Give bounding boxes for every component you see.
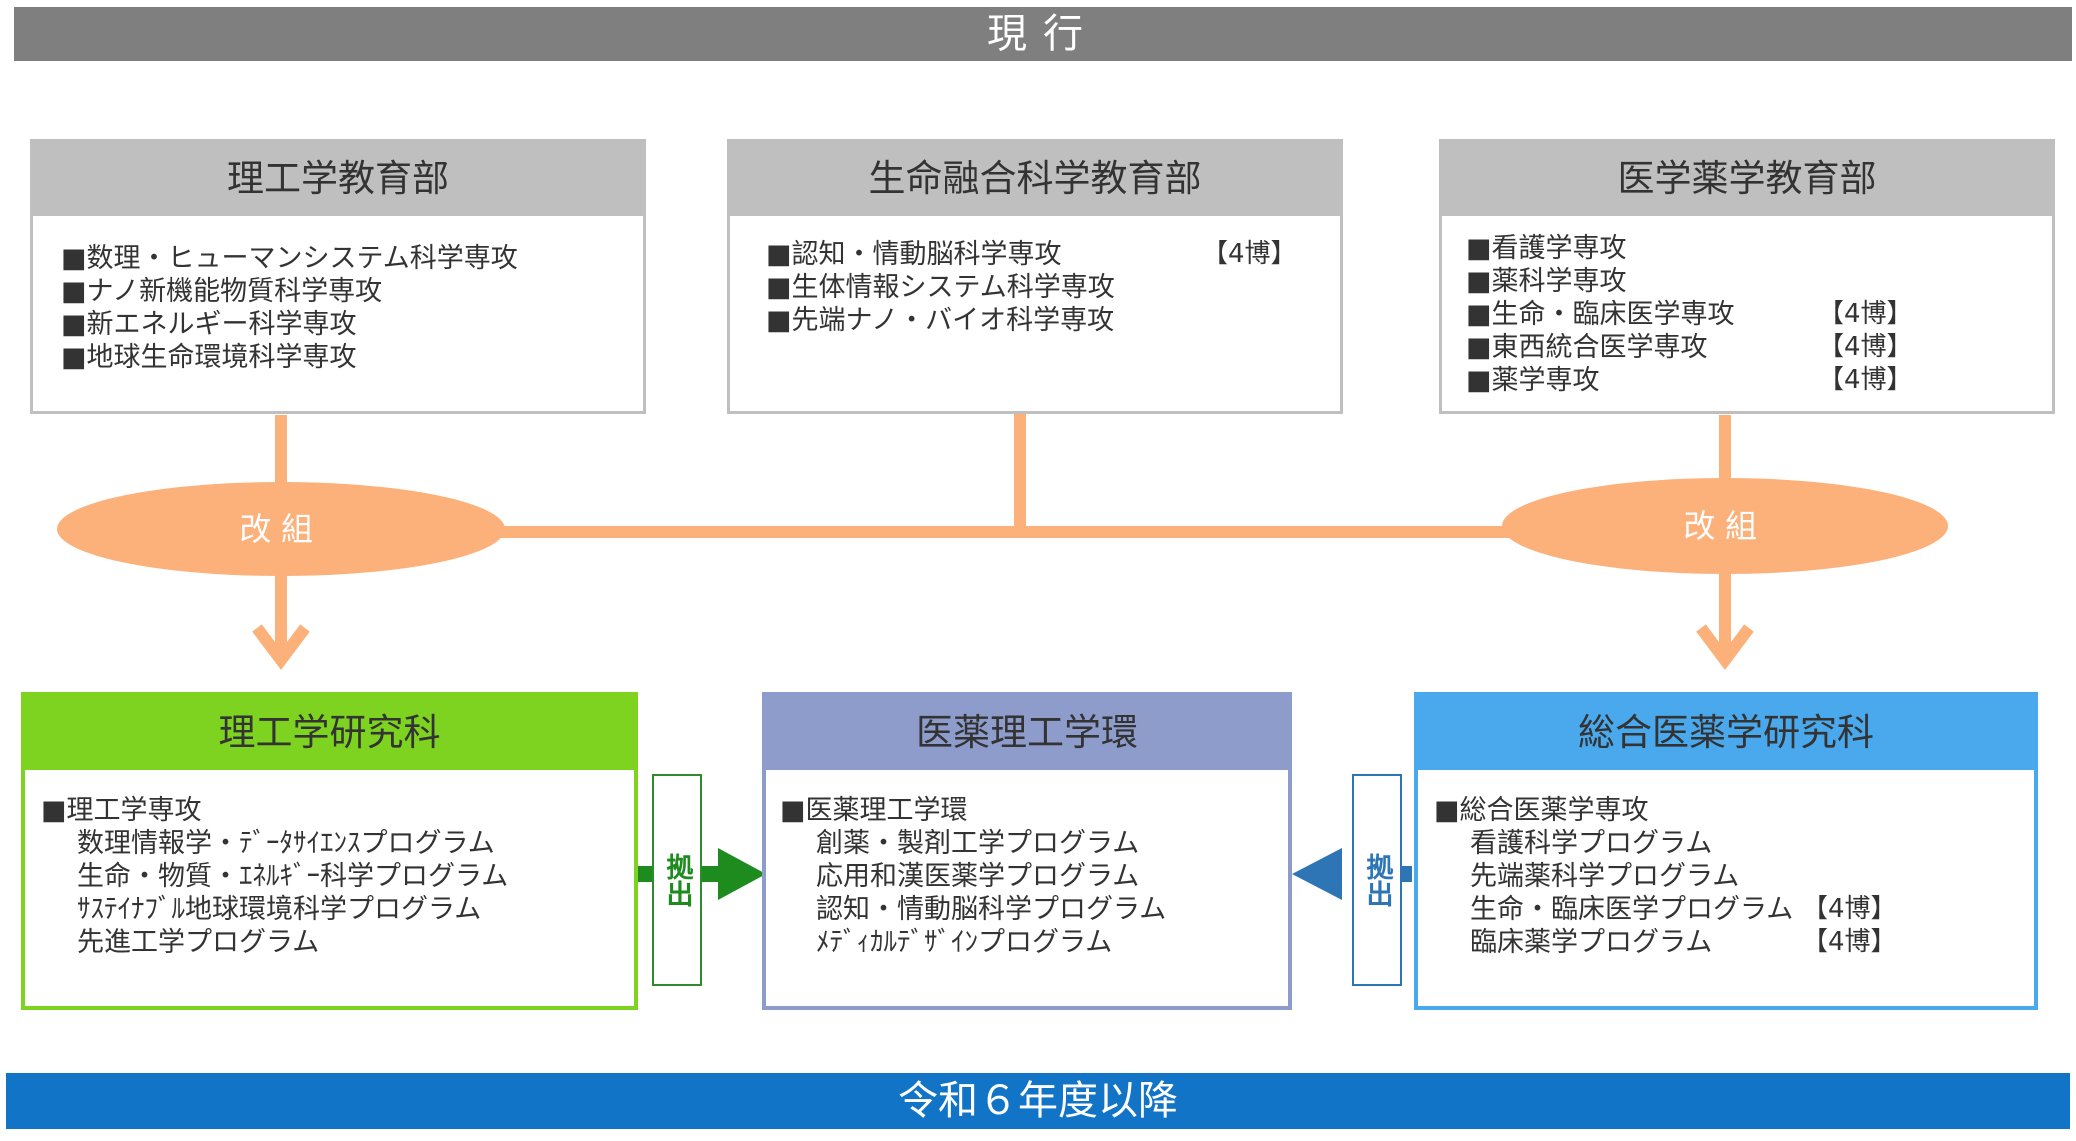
list-head: ■理工学専攻 <box>41 795 202 826</box>
tag-row <box>1818 265 1913 298</box>
new-box-list: ■理工学専攻 数理情報学・ﾃﾞｰﾀｻｲｴﾝｽプログラム 生命・物質・ｴﾈﾙｷﾞｰ… <box>41 794 508 959</box>
list-item: ■ナノ新機能物質科学専攻 <box>61 276 383 307</box>
list-item: 先端薬科学プログラム <box>1470 861 1740 892</box>
current-box-list: ■看護学専攻 ■薬科学専攻 ■生命・臨床医学専攻 ■東西統合医学専攻 ■薬学専攻 <box>1466 232 1735 397</box>
list-item: 生命・臨床医学プログラム <box>1470 894 1794 925</box>
list-item: 応用和漢医薬学プログラム <box>816 861 1140 892</box>
tag-row <box>1802 860 1897 893</box>
tag-row <box>1818 232 1913 265</box>
list-item: ■生命・臨床医学専攻 <box>1466 299 1735 330</box>
current-box-title: 理工学教育部 <box>33 142 643 216</box>
current-box-title: 医学薬学教育部 <box>1442 142 2052 216</box>
tag-row <box>1802 827 1897 860</box>
list-item: ﾒﾃﾞｨｶﾙﾃﾞｻﾞｲﾝプログラム <box>816 927 1113 958</box>
new-box-list: ■総合医薬学専攻 看護科学プログラム 先端薬科学プログラム 生命・臨床医学プログ… <box>1434 794 1793 959</box>
new-box-title: 医薬理工学環 <box>766 696 1288 770</box>
tag-row: 【4博】 <box>1818 365 1913 395</box>
new-box-pharma-medicine: 総合医薬学研究科 ■総合医薬学専攻 看護科学プログラム 先端薬科学プログラム 生… <box>1414 692 2038 1010</box>
current-box-title: 生命融合科学教育部 <box>730 142 1340 216</box>
current-box-life: 生命融合科学教育部 ■認知・情動脳科学専攻 ■生体情報システム科学専攻 ■先端ナ… <box>727 139 1343 414</box>
doctor-4yr-tag: 【4博】 <box>1202 239 1297 269</box>
list-item: ■新エネルギー科学専攻 <box>61 309 357 340</box>
list-item: ■薬学専攻 <box>1466 365 1600 396</box>
list-item: ■数理・ヒューマンシステム科学専攻 <box>61 243 518 274</box>
doctor-4yr-tag-list: 【4博】 【4博】 <box>1802 794 1897 959</box>
new-box-list: ■医薬理工学環 創薬・製剤工学プログラム 応用和漢医薬学プログラム 認知・情動脳… <box>780 794 1166 959</box>
contribution-label-right: 拠出 <box>1352 774 1402 986</box>
new-banner: 令和６年度以降 <box>6 1073 2070 1129</box>
list-head: ■医薬理工学環 <box>780 795 968 826</box>
list-item: ■地球生命環境科学専攻 <box>61 342 357 373</box>
new-box-title: 総合医薬学研究科 <box>1418 696 2034 770</box>
arrowhead-med <box>1696 624 1754 670</box>
tag-row: 【4博】 <box>1802 927 1897 957</box>
list-item: ｻｽﾃｲﾅﾌﾞﾙ地球環境科学プログラム <box>77 894 482 925</box>
tag-row: 【4博】 <box>1818 332 1913 362</box>
arrowhead-sci <box>252 624 310 670</box>
current-box-list: ■数理・ヒューマンシステム科学専攻 ■ナノ新機能物質科学専攻 ■新エネルギー科学… <box>61 242 518 374</box>
current-box-science: 理工学教育部 ■数理・ヒューマンシステム科学専攻 ■ナノ新機能物質科学専攻 ■新… <box>30 139 646 414</box>
list-item: 数理情報学・ﾃﾞｰﾀｻｲｴﾝｽプログラム <box>77 828 495 859</box>
new-box-medical-science: 医薬理工学環 ■医薬理工学環 創薬・製剤工学プログラム 応用和漢医薬学プログラム… <box>762 692 1292 1010</box>
list-item: 創薬・製剤工学プログラム <box>816 828 1140 859</box>
current-box-medicine: 医学薬学教育部 ■看護学専攻 ■薬科学専攻 ■生命・臨床医学専攻 ■東西統合医学… <box>1439 139 2055 414</box>
doctor-4yr-tag-list: 【4博】 【4博】 【4博】 <box>1818 232 1913 397</box>
contribution-label-left: 拠出 <box>652 774 702 986</box>
list-head: ■総合医薬学専攻 <box>1434 795 1649 826</box>
list-item: 臨床薬学プログラム <box>1470 927 1713 958</box>
list-item: ■認知・情動脳科学専攻 <box>766 239 1062 270</box>
tag-row <box>1802 794 1897 827</box>
list-item: ■東西統合医学専攻 <box>1466 332 1708 363</box>
list-item: 看護科学プログラム <box>1470 828 1713 859</box>
new-box-title: 理工学研究科 <box>25 696 634 770</box>
list-item: 先進工学プログラム <box>77 927 320 958</box>
reorg-ellipse-left: 改組 <box>57 482 505 576</box>
list-item: ■生体情報システム科学専攻 <box>766 272 1115 303</box>
list-item: ■看護学専攻 <box>1466 233 1627 264</box>
new-box-science: 理工学研究科 ■理工学専攻 数理情報学・ﾃﾞｰﾀｻｲｴﾝｽプログラム 生命・物質… <box>21 692 638 1010</box>
current-box-list: ■認知・情動脳科学専攻 ■生体情報システム科学専攻 ■先端ナノ・バイオ科学専攻 <box>766 238 1115 337</box>
reorg-ellipse-right: 改組 <box>1502 478 1948 574</box>
list-item: 認知・情動脳科学プログラム <box>816 894 1167 925</box>
list-item: ■薬科学専攻 <box>1466 266 1627 297</box>
list-item: ■先端ナノ・バイオ科学専攻 <box>766 305 1115 336</box>
contribution-arrow-left <box>636 848 766 900</box>
tag-row: 【4博】 <box>1818 299 1913 329</box>
list-item: 生命・物質・ｴﾈﾙｷﾞｰ科学プログラム <box>77 861 509 892</box>
tag-row: 【4博】 <box>1802 894 1897 924</box>
current-banner: 現行 <box>14 7 2072 61</box>
